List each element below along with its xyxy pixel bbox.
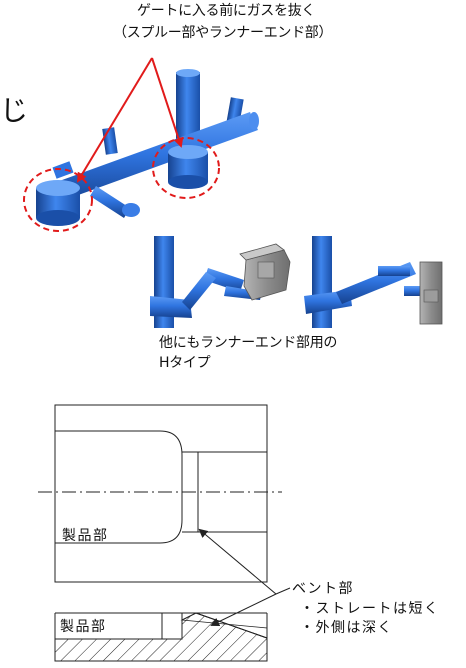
vent-note-item2: ・外側は深く [300, 620, 393, 636]
red-arrow-right [151, 57, 184, 148]
left-cut-off-character: じ [0, 94, 29, 127]
vent-leader-lower [210, 593, 277, 626]
vent-section-drawing [38, 404, 282, 661]
product-label-lower: 製品部 [60, 619, 107, 635]
gas-vent-highlight-right [152, 137, 220, 199]
vent-note-title: ベント部 [292, 581, 354, 597]
top-callout-line1: ゲートに入る前にガスを抜く [137, 3, 316, 19]
gas-vent-highlight-left [23, 168, 93, 232]
h-type-note-line2: Hタイプ [159, 355, 211, 371]
vent-note-item1: ・ストレートは短く [300, 601, 440, 617]
h-type-image-left [150, 236, 291, 328]
h-type-note-line1: 他にもランナーエンド部用の [159, 335, 338, 351]
product-label-upper: 製品部 [62, 528, 109, 544]
h-type-image-right [304, 236, 443, 328]
runner-3d-model [36, 69, 259, 226]
vent-leader-upper [198, 528, 291, 595]
top-callout-line2: （スプルー部やランナーエンド部） [113, 25, 333, 41]
red-arrow-left [76, 57, 153, 183]
